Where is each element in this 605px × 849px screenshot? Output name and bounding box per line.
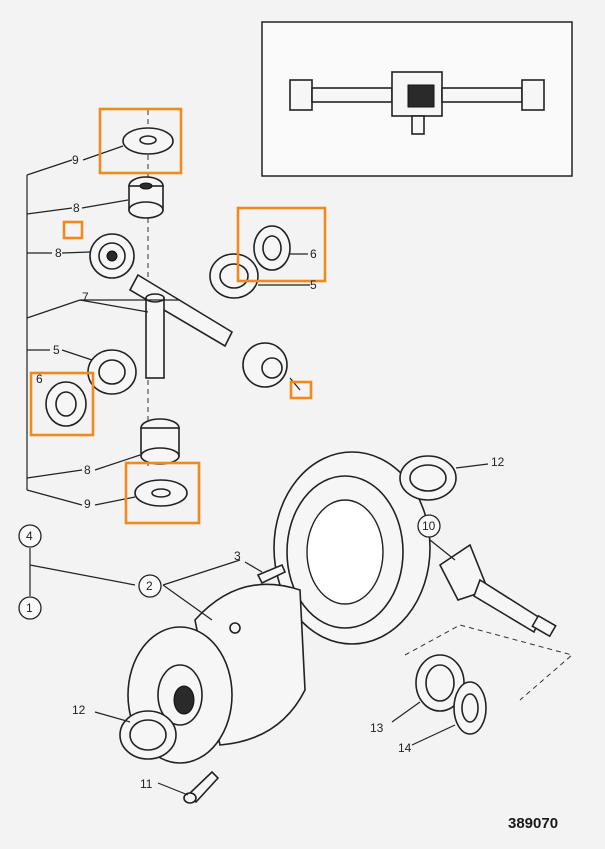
callout-9-top: 9 xyxy=(72,153,79,167)
callout-12-top: 12 xyxy=(491,455,505,469)
thrust-washer-top xyxy=(122,127,174,155)
callout-4-circle xyxy=(18,524,42,548)
axle-overview-inset xyxy=(261,21,573,177)
side-gear-lower xyxy=(140,418,180,465)
side-gear-top xyxy=(128,176,164,219)
pinion-bearing-13 xyxy=(415,654,465,712)
callout-8-mid: 8 xyxy=(55,246,62,260)
bolt-3 xyxy=(256,563,287,585)
callout-1: 1 xyxy=(26,601,33,615)
thrust-washer-left xyxy=(45,381,87,427)
left-bracket-lines xyxy=(26,159,136,596)
callout-5-right: 5 xyxy=(310,278,317,292)
callout-1-circle xyxy=(18,596,42,620)
bolt-11 xyxy=(183,770,220,804)
pinion-gear-left-lower xyxy=(87,349,137,395)
callout-9-low: 9 xyxy=(84,497,91,511)
callout-10-circle xyxy=(417,514,441,538)
callout-2: 2 xyxy=(146,579,153,593)
callout-14: 14 xyxy=(398,741,412,755)
callout-8-low: 8 xyxy=(84,463,91,477)
highlight-box-washer-top xyxy=(98,107,183,175)
highlight-box-washer-right xyxy=(236,206,327,283)
cross-shaft xyxy=(128,273,234,379)
highlight-box-washer-lower xyxy=(124,461,201,525)
bearing-bottom-left xyxy=(119,710,177,760)
callout-8-top: 8 xyxy=(73,201,80,215)
callout-6-left: 6 xyxy=(36,372,43,386)
pinion-gear-left xyxy=(89,233,135,279)
highlight-box-small-left xyxy=(62,220,84,240)
pinion-gear-lower-right xyxy=(242,342,288,388)
thrust-washer-right xyxy=(253,225,291,271)
bearing-top xyxy=(399,455,457,501)
highlight-box-washer-left xyxy=(29,371,95,437)
callout-4: 4 xyxy=(26,529,33,543)
callout-10: 10 xyxy=(422,519,436,533)
callout-13: 13 xyxy=(370,721,384,735)
thrust-washer-lower xyxy=(134,479,188,507)
callout-12-bottom: 12 xyxy=(72,703,86,717)
callout-7: 7 xyxy=(82,290,89,304)
callout-11: 11 xyxy=(140,777,153,791)
callout-5-left: 5 xyxy=(53,343,60,357)
drive-pinion-shaft xyxy=(438,543,557,638)
pinion-assembly-dashed-outline xyxy=(404,624,574,701)
callout-6-right: 6 xyxy=(310,247,317,261)
crown-wheel-ring-gear xyxy=(273,451,431,645)
highlight-boxes xyxy=(29,107,327,525)
shim-14 xyxy=(453,681,487,735)
callout-2-circle xyxy=(138,574,162,598)
callout-3: 3 xyxy=(234,549,241,563)
highlight-box-small-right xyxy=(289,380,313,400)
diagram-part-number: 389070 xyxy=(508,815,558,832)
pinion-gear-right-upper xyxy=(209,253,259,299)
